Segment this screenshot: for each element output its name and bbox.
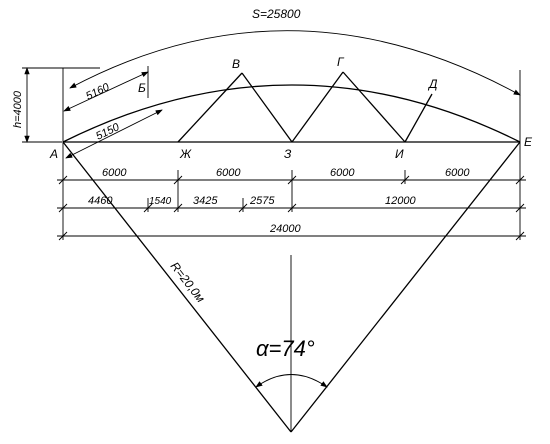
dim-ticks <box>58 175 525 241</box>
angle-label: α=74° <box>256 336 315 361</box>
node-label-a: А <box>49 147 58 161</box>
web-member <box>404 93 433 143</box>
web-member <box>291 71 344 143</box>
segment-top-label: 5160 <box>84 81 112 103</box>
segment-top-dimension <box>63 71 149 112</box>
dim-row-3-label: 24000 <box>269 223 301 235</box>
dim-row-2-label: 1540 <box>149 196 172 207</box>
web-member <box>342 71 406 143</box>
node-label-b: Б <box>138 81 146 95</box>
web-member <box>177 72 243 143</box>
dim-row-2-label: 3425 <box>193 195 218 207</box>
dim-row-2-label: 2575 <box>249 195 275 207</box>
node-label-e: Е <box>524 135 533 149</box>
dim-row-1-label: 6000 <box>330 167 355 179</box>
node-label-g: Г <box>337 55 345 69</box>
angle-arc <box>255 374 328 388</box>
upper-chord <box>62 84 521 143</box>
arc-length-label: S=25800 <box>252 7 301 21</box>
radius-line-left <box>62 141 292 433</box>
node-label-d: Д <box>427 77 438 91</box>
dim-row-2-label: 12000 <box>385 195 416 207</box>
radius-line-right <box>290 141 521 433</box>
node-label-zh: Ж <box>179 147 192 161</box>
dim-row-1-label: 6000 <box>216 167 241 179</box>
web-member <box>241 72 293 143</box>
node-label-i: И <box>395 147 404 161</box>
segment-bottom-label: 5150 <box>94 121 122 143</box>
height-label: h=4000 <box>12 90 24 128</box>
dim-row-1-label: 6000 <box>445 167 470 179</box>
dim-row-1-label: 6000 <box>102 167 127 179</box>
node-label-v: В <box>232 57 240 71</box>
segment-bottom-dimension <box>65 109 163 159</box>
node-label-z: З <box>284 147 292 161</box>
arc-length-dimension-line <box>69 30 521 96</box>
